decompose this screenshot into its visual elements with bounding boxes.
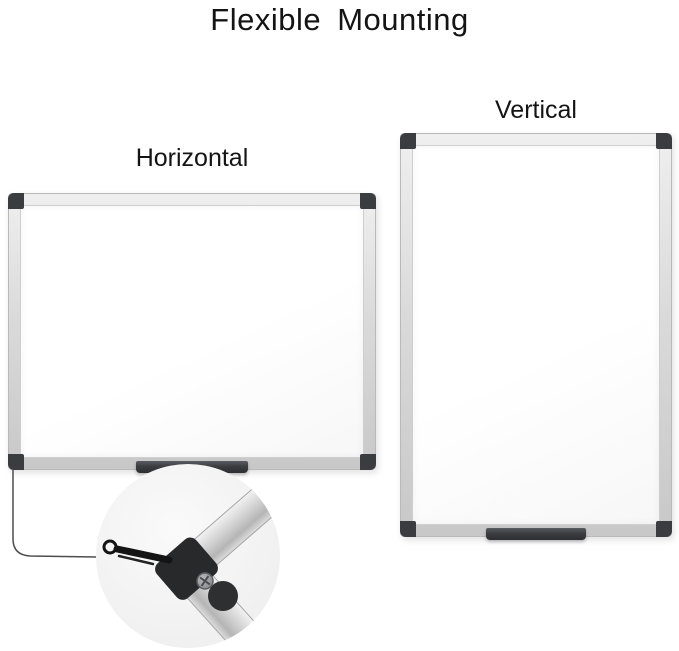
corner-cap-icon [400,521,416,537]
corner-hardware [102,464,280,648]
corner-mounting-hardware-closeup [96,464,280,648]
whiteboard-surface [412,145,660,525]
horizontal-label: Horizontal [135,144,249,172]
corner-cap-icon [656,521,672,537]
marker-tray [486,528,586,540]
whiteboard-vertical [400,133,672,540]
corner-cap-icon [400,133,416,149]
corner-cap-icon [360,454,376,470]
whiteboard-horizontal [8,193,376,473]
corner-cap-icon [360,193,376,209]
corner-cap-icon [8,454,24,470]
page-title: Flexible Mounting [210,2,469,37]
corner-detail-inset [95,464,281,650]
vertical-label: Vertical [495,96,577,124]
callout-connector-line [12,470,97,558]
mounting-pin-icon [102,539,173,566]
whiteboard-surface [20,205,364,458]
corner-cap-icon [656,133,672,149]
screw-cross-icon [199,575,211,587]
corner-cap-icon [8,193,24,209]
bracket-flange [208,581,238,611]
